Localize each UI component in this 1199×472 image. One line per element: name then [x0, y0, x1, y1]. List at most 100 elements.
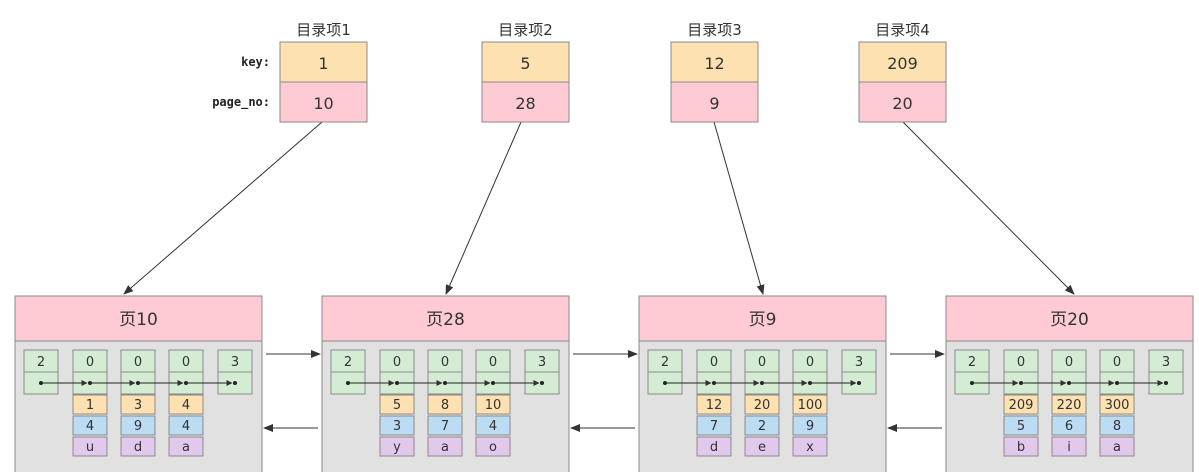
directory-entry-title: 目录项3	[687, 21, 742, 39]
record-3: 0 8 7 a	[427, 349, 463, 457]
record-key-value: 4	[182, 398, 190, 413]
page-no-value: 20	[892, 94, 912, 113]
record-type: 3	[855, 355, 863, 370]
links-layer	[123, 121, 1075, 432]
record-2: 0 209 5 b	[1003, 349, 1039, 457]
key-value: 12	[704, 54, 724, 73]
record-key-cell	[696, 394, 732, 415]
key-cell	[858, 41, 947, 83]
page-header	[321, 295, 570, 342]
record-type: 0	[710, 355, 718, 370]
record-col3-value: b	[1017, 440, 1025, 455]
next-pointer-dot	[808, 381, 812, 385]
next-pointer-dot	[39, 381, 43, 385]
record-col2-value: 3	[393, 419, 401, 434]
record-col2-cell	[696, 415, 732, 436]
record-col3-cell	[1051, 436, 1087, 457]
page-no-value: 28	[515, 94, 535, 113]
record-col3-value: a	[441, 440, 449, 455]
directory-entry-title: 目录项1	[296, 21, 351, 39]
record-type: 3	[538, 355, 546, 370]
record-col2-cell	[1003, 415, 1039, 436]
record-key-value: 209	[1009, 398, 1034, 413]
key-row-label: key:	[241, 55, 270, 69]
record-col3-cell	[1099, 436, 1135, 457]
page-header	[638, 295, 887, 342]
record-col2-value: 4	[489, 419, 497, 434]
key-cell	[481, 41, 570, 83]
record-col2-cell	[744, 415, 780, 436]
key-value: 5	[520, 54, 530, 73]
record-col2-value: 7	[441, 419, 449, 434]
record-col3-cell	[379, 436, 415, 457]
record-type: 2	[344, 355, 352, 370]
record-1: 2	[330, 349, 366, 395]
pointer-arrow-1	[123, 121, 323, 295]
record-type: 0	[441, 355, 449, 370]
record-5: 3	[1148, 349, 1184, 395]
key-value: 1	[318, 54, 328, 73]
record-type: 3	[231, 355, 239, 370]
next-pointer-dot	[1115, 381, 1119, 385]
next-pointer-dot	[88, 381, 92, 385]
record-key-cell	[72, 394, 108, 415]
record-key-value: 8	[441, 398, 449, 413]
record-key-cell	[168, 394, 204, 415]
next-pointer-dot	[1019, 381, 1023, 385]
record-key-value: 1	[86, 398, 94, 413]
page-title: 页10	[119, 310, 158, 330]
record-type: 0	[806, 355, 814, 370]
record-col2-cell	[1099, 415, 1135, 436]
record-col2-value: 9	[806, 419, 814, 434]
next-pointer-dot	[346, 381, 350, 385]
record-type: 0	[1113, 355, 1121, 370]
page-title: 页20	[1050, 310, 1089, 330]
record-col2-value: 5	[1017, 419, 1025, 434]
record-col3-value: o	[489, 440, 497, 455]
record-col2-cell	[1051, 415, 1087, 436]
record-col2-cell	[120, 415, 156, 436]
next-pointer-dot	[1164, 381, 1168, 385]
record-key-cell	[427, 394, 463, 415]
record-col2-cell	[792, 415, 828, 436]
directory-entry-title: 目录项4	[875, 21, 930, 39]
record-type: 0	[1017, 355, 1025, 370]
record-col2-value: 4	[86, 419, 94, 434]
page-no-value: 9	[709, 94, 719, 113]
record-type: 0	[1065, 355, 1073, 370]
record-col3-cell	[475, 436, 511, 457]
record-col2-value: 2	[758, 419, 766, 434]
record-key-cell	[744, 394, 780, 415]
record-col2-cell	[475, 415, 511, 436]
page-no-cell	[481, 81, 570, 123]
record-col2-value: 4	[182, 419, 190, 434]
record-key-value: 3	[134, 398, 142, 413]
page-no-cell	[670, 81, 759, 123]
key-value: 209	[887, 54, 918, 73]
record-col3-value: x	[806, 440, 814, 455]
record-type: 3	[1162, 355, 1170, 370]
page-title: 页28	[426, 310, 465, 330]
record-col3-value: d	[134, 440, 142, 455]
record-col3-value: a	[1113, 440, 1121, 455]
record-col2-cell	[427, 415, 463, 436]
page-no-row-label: page_no:	[212, 95, 270, 110]
record-col3-cell	[792, 436, 828, 457]
pointer-arrow-3	[713, 121, 765, 295]
record-key-cell	[792, 394, 828, 415]
record-col3-value: u	[86, 440, 94, 455]
record-col2-cell	[168, 415, 204, 436]
record-key-cell	[120, 394, 156, 415]
key-cell	[670, 41, 759, 83]
page-header	[945, 295, 1194, 342]
